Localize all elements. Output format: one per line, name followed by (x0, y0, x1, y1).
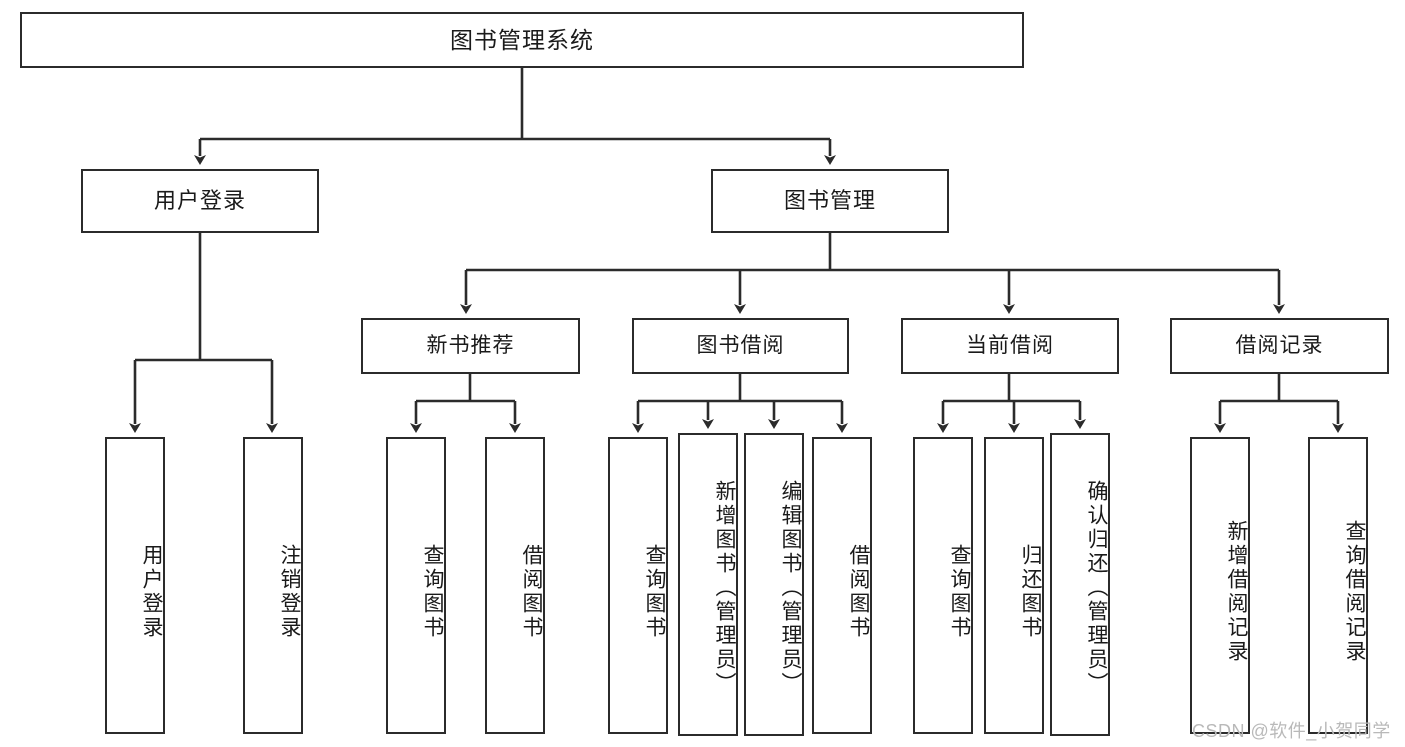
node-root-system[interactable]: 图书管理系统 (20, 12, 1024, 68)
node-current-borrow[interactable]: 当前借阅 (901, 318, 1119, 374)
leaf-user-login[interactable]: 用户登录 (105, 437, 165, 734)
csdn-watermark: CSDN @软件_小贺同学 (1192, 721, 1391, 741)
node-label: 查询图书 (643, 543, 666, 640)
leaf-add-book-admin[interactable]: 新增图书（管理员） (678, 433, 738, 736)
node-label: 查询图书 (421, 543, 444, 640)
node-label: 当前借阅 (966, 333, 1054, 357)
node-label: 图书管理系统 (450, 26, 594, 53)
node-label: 确认归还（管理员） (1085, 479, 1108, 696)
leaf-query-book-borrow[interactable]: 查询图书 (608, 437, 668, 734)
node-label: 用户登录 (140, 543, 163, 640)
node-borrow-record[interactable]: 借阅记录 (1170, 318, 1389, 374)
node-label: 归还图书 (1019, 543, 1042, 640)
leaf-return-book[interactable]: 归还图书 (984, 437, 1044, 734)
leaf-query-borrow-record[interactable]: 查询借阅记录 (1308, 437, 1368, 734)
node-label: 新增借阅记录 (1225, 519, 1248, 664)
leaf-borrow-book[interactable]: 借阅图书 (812, 437, 872, 734)
node-label: 借阅图书 (520, 543, 543, 640)
leaf-confirm-return-admin[interactable]: 确认归还（管理员） (1050, 433, 1110, 736)
leaf-edit-book-admin[interactable]: 编辑图书（管理员） (744, 433, 804, 736)
node-label: 用户登录 (153, 188, 246, 214)
node-book-management[interactable]: 图书管理 (711, 169, 949, 233)
node-label: 查询图书 (948, 543, 971, 640)
leaf-add-borrow-record[interactable]: 新增借阅记录 (1190, 437, 1250, 734)
node-label: 注销登录 (278, 543, 301, 640)
node-book-borrow[interactable]: 图书借阅 (632, 318, 849, 374)
node-label: 查询借阅记录 (1343, 519, 1366, 664)
node-label: 新书推荐 (426, 333, 515, 357)
node-label: 图书借阅 (696, 333, 785, 357)
node-label: 图书管理 (783, 188, 876, 214)
node-user-login[interactable]: 用户登录 (81, 169, 319, 233)
leaf-borrow-book-recommend[interactable]: 借阅图书 (485, 437, 545, 734)
leaf-query-book-recommend[interactable]: 查询图书 (386, 437, 446, 734)
leaf-user-logout[interactable]: 注销登录 (243, 437, 303, 734)
node-label: 编辑图书（管理员） (779, 479, 802, 696)
node-label: 借阅记录 (1235, 333, 1324, 357)
node-new-book-recommend[interactable]: 新书推荐 (361, 318, 580, 374)
node-label: 新增图书（管理员） (713, 479, 736, 696)
leaf-query-book-current[interactable]: 查询图书 (913, 437, 973, 734)
node-label: 借阅图书 (847, 543, 870, 640)
